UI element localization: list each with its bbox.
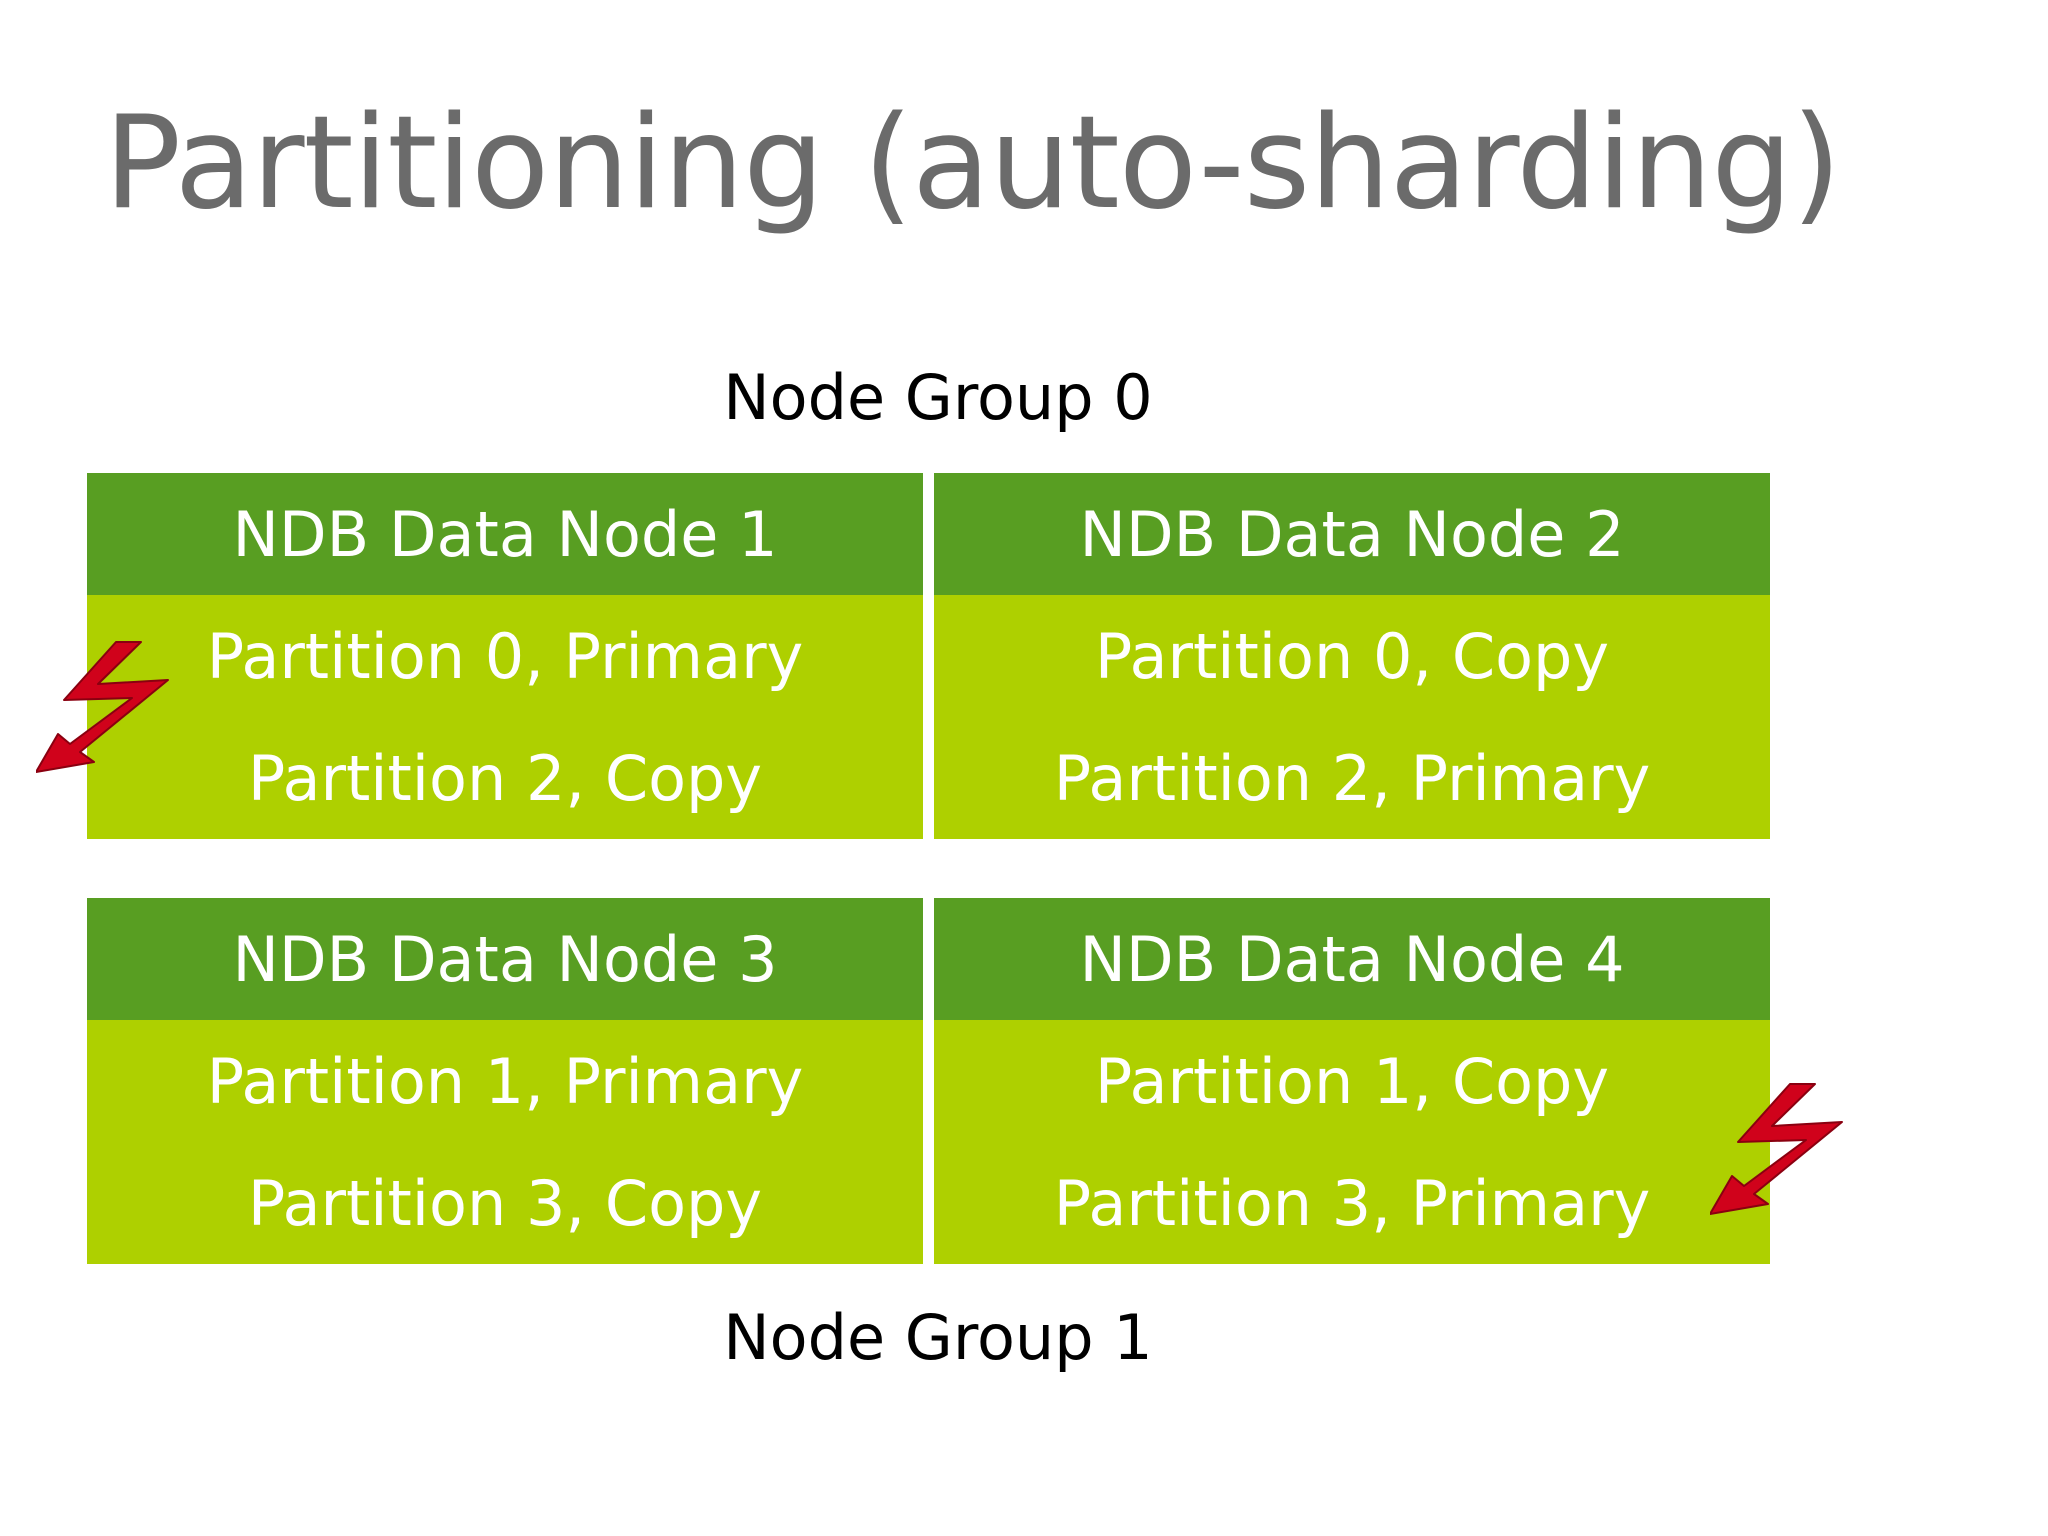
data-node-4: NDB Data Node 4 Partition 1, Copy Partit… (934, 898, 1770, 1264)
partition-row: Partition 1, Copy (1094, 1044, 1610, 1118)
data-node-2-body: Partition 0, Copy Partition 2, Primary (934, 595, 1770, 839)
failure-bolt-icon (1710, 1083, 1843, 1215)
slide-title: Partitioning (auto-sharding) (104, 89, 1841, 238)
partition-row: Partition 0, Primary (206, 619, 804, 693)
data-node-2-header: NDB Data Node 2 (934, 473, 1770, 595)
failure-bolt-icon (36, 641, 169, 773)
data-node-3-header: NDB Data Node 3 (87, 898, 923, 1020)
partition-row: Partition 0, Copy (1094, 619, 1610, 693)
data-node-1-body: Partition 0, Primary Partition 2, Copy (87, 595, 923, 839)
data-node-4-header: NDB Data Node 4 (934, 898, 1770, 1020)
data-node-2: NDB Data Node 2 Partition 0, Copy Partit… (934, 473, 1770, 839)
data-node-3-body: Partition 1, Primary Partition 3, Copy (87, 1020, 923, 1264)
node-group-1-label: Node Group 1 (723, 1301, 1153, 1374)
node-group-0-label: Node Group 0 (723, 361, 1153, 434)
partition-row: Partition 2, Copy (247, 741, 763, 815)
data-node-3: NDB Data Node 3 Partition 1, Primary Par… (87, 898, 923, 1264)
data-node-1-header: NDB Data Node 1 (87, 473, 923, 595)
partition-row: Partition 1, Primary (206, 1044, 804, 1118)
data-node-4-body: Partition 1, Copy Partition 3, Primary (934, 1020, 1770, 1264)
partition-row: Partition 3, Copy (247, 1166, 763, 1240)
partition-row: Partition 2, Primary (1053, 741, 1651, 815)
data-node-1: NDB Data Node 1 Partition 0, Primary Par… (87, 473, 923, 839)
partition-row: Partition 3, Primary (1053, 1166, 1651, 1240)
